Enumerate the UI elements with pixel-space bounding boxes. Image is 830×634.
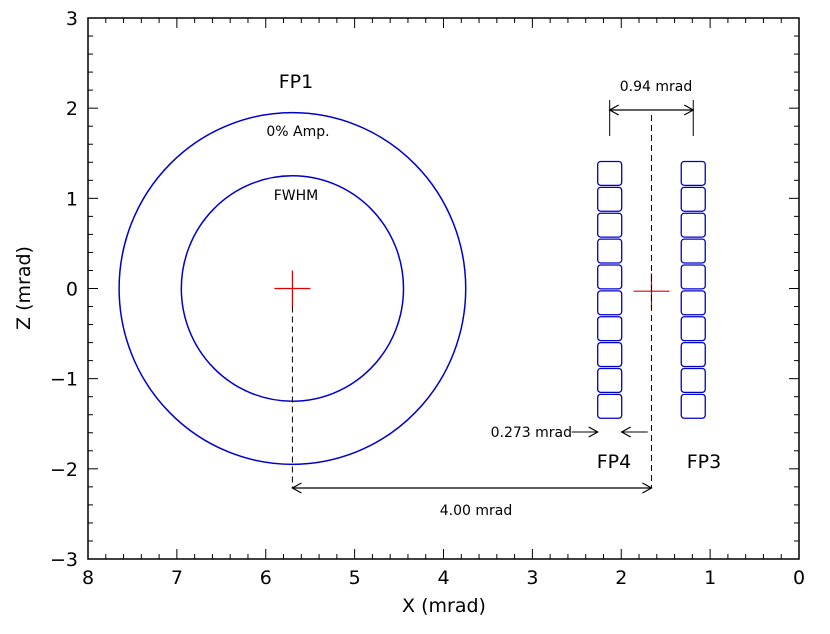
fp4-pixel bbox=[597, 212, 623, 238]
tick-labels: 8 7 6 5 4 3 2 1 0 −3 −2 −1 0 1 2 3 bbox=[50, 8, 805, 589]
fp1-zero-amp-circle bbox=[118, 111, 467, 466]
x-tick-label: 0 bbox=[793, 567, 805, 589]
fp4-pixel bbox=[597, 393, 623, 419]
fp3-pixel bbox=[680, 186, 706, 212]
y-tick-label: 1 bbox=[66, 188, 78, 210]
fp1-label: FP1 bbox=[279, 71, 313, 93]
y-tick-label: −2 bbox=[50, 459, 78, 481]
x-tick-label: 5 bbox=[349, 567, 361, 589]
dimension-annotations bbox=[291, 100, 695, 494]
x-tick-label: 2 bbox=[615, 567, 627, 589]
fp4-pixel bbox=[597, 367, 623, 394]
fp3-pixel bbox=[680, 316, 706, 342]
x-tick-label: 3 bbox=[526, 567, 538, 589]
fp3-pixel bbox=[680, 367, 706, 394]
fp3-pixel bbox=[680, 290, 706, 316]
fp3-pixel bbox=[680, 238, 706, 264]
x-tick-label: 6 bbox=[260, 567, 272, 589]
dimension-label-094: 0.94 mrad bbox=[620, 79, 692, 95]
fp4-pixel bbox=[597, 264, 623, 290]
fp4-pixel bbox=[597, 186, 623, 212]
y-axis-title: Z (mrad) bbox=[13, 246, 35, 330]
x-axis-title: X (mrad) bbox=[402, 595, 486, 617]
zero-amp-label: 0% Amp. bbox=[266, 124, 329, 140]
arrowhead bbox=[642, 482, 653, 494]
fp4-pixel bbox=[597, 316, 623, 342]
arrowhead bbox=[620, 426, 631, 438]
y-tick-label: 0 bbox=[66, 279, 78, 301]
fp3-pixel bbox=[680, 393, 706, 419]
fp4-pixel bbox=[597, 341, 623, 368]
fp3-pixel bbox=[680, 341, 706, 368]
fp4-pixel bbox=[597, 160, 623, 186]
fp4-pixel bbox=[597, 238, 623, 264]
arrowhead bbox=[291, 482, 302, 494]
arrowhead bbox=[588, 426, 599, 438]
plot-content bbox=[118, 111, 706, 466]
x-tick-label: 4 bbox=[437, 567, 449, 589]
fp3-pixel bbox=[680, 264, 706, 290]
y-tick-label: 2 bbox=[66, 98, 78, 120]
plot-frame bbox=[87, 17, 800, 560]
fwhm-label: FWHM bbox=[274, 188, 319, 204]
dimension-label-0273: 0.273 mrad bbox=[491, 425, 572, 441]
x-tick-label: 1 bbox=[704, 567, 716, 589]
y-tick-label: −1 bbox=[50, 369, 78, 391]
y-tick-label: −3 bbox=[50, 549, 78, 571]
fp3-pixel bbox=[680, 160, 706, 186]
fp3-label: FP3 bbox=[687, 451, 721, 473]
fp3-pixel bbox=[680, 212, 706, 238]
dimension-label-400: 4.00 mrad bbox=[440, 503, 512, 519]
fp4-pixel bbox=[597, 290, 623, 316]
x-tick-label: 8 bbox=[82, 567, 94, 589]
x-tick-label: 7 bbox=[171, 567, 183, 589]
y-tick-label: 3 bbox=[66, 8, 78, 30]
fp4-label: FP4 bbox=[597, 451, 631, 473]
